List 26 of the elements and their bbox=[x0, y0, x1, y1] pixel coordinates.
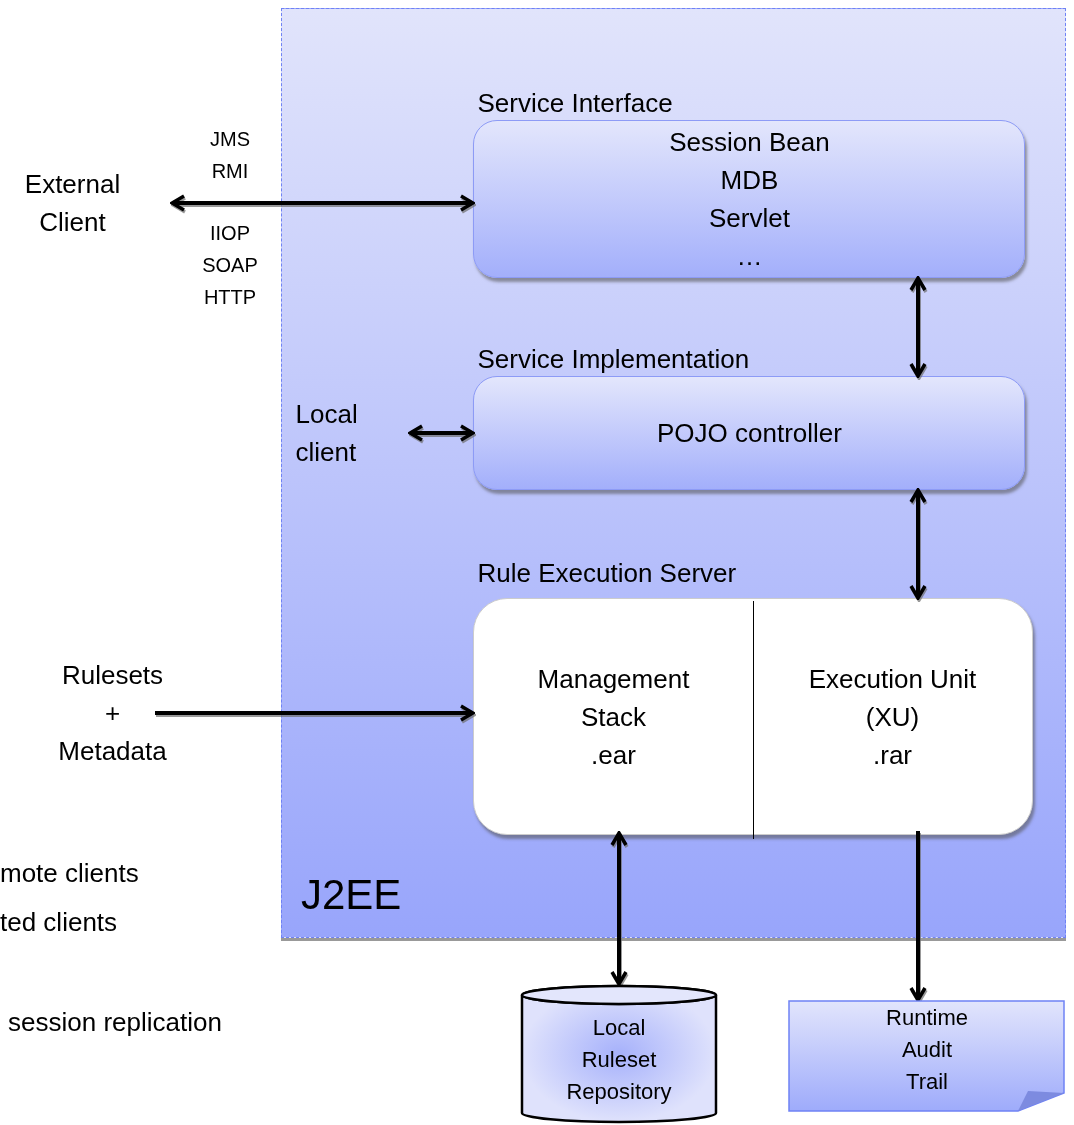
protocol-label: JMS RMI bbox=[209, 127, 251, 184]
box-heading: Rule Execution Server bbox=[477, 556, 737, 590]
double-arrow bbox=[909, 488, 927, 600]
protocol-label: IIOP SOAP HTTP bbox=[201, 221, 259, 310]
note-text: ted clients bbox=[0, 906, 119, 939]
double-arrow bbox=[909, 276, 927, 378]
arrow bbox=[909, 831, 927, 1002]
node-label: Local client bbox=[295, 397, 359, 469]
box-text: POJO controller bbox=[656, 416, 843, 450]
box-text: Execution Unit (XU) .rar bbox=[807, 662, 978, 772]
arrow bbox=[155, 704, 475, 722]
container-panel bbox=[281, 8, 1066, 938]
container-label: J2EE bbox=[301, 871, 402, 919]
node-label: External Client bbox=[23, 168, 122, 239]
box-heading: Service Implementation bbox=[477, 342, 750, 376]
double-arrow bbox=[408, 424, 475, 442]
box-text: Session Bean MDB Servlet … bbox=[668, 125, 831, 273]
double-arrow bbox=[170, 194, 475, 212]
node-label: Rulesets + Metadata bbox=[57, 658, 168, 768]
box-heading: Service Interface bbox=[477, 86, 673, 120]
box-text: Management Stack .ear bbox=[536, 663, 691, 772]
double-arrow bbox=[610, 831, 628, 986]
node-label: Runtime Audit Trail bbox=[885, 1004, 969, 1096]
note-text: mote clients bbox=[0, 857, 140, 890]
note-text: session replication bbox=[8, 1006, 223, 1039]
node-label: Local Ruleset Repository bbox=[565, 1014, 673, 1106]
